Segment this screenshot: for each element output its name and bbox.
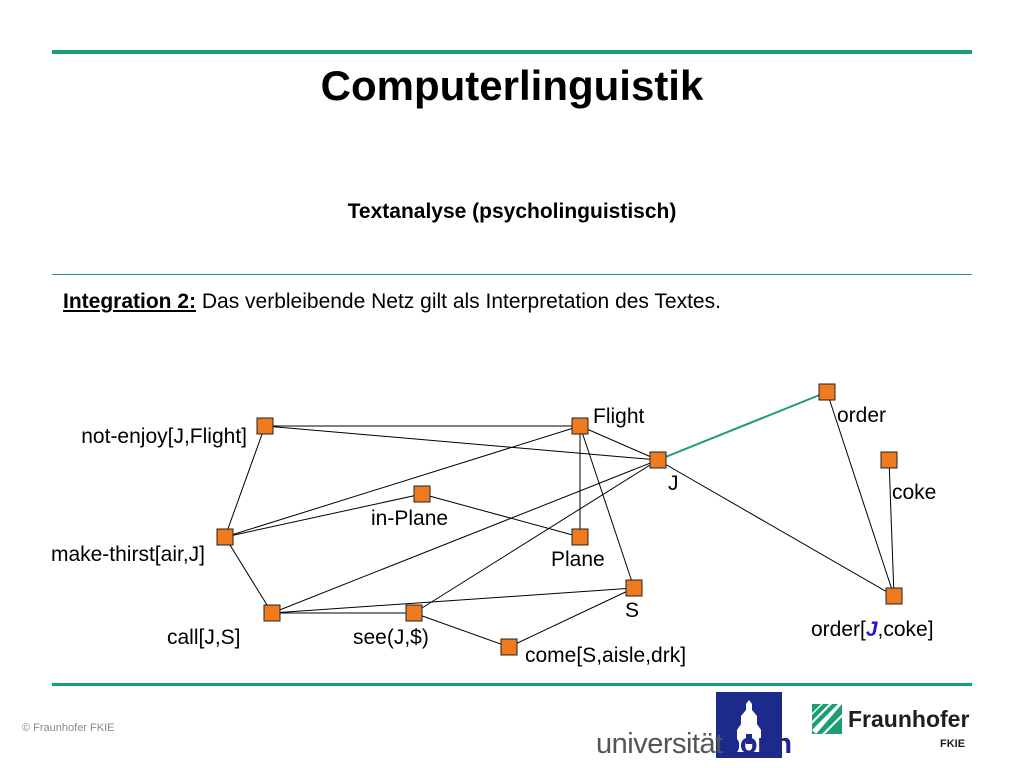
edge-flight-j — [579, 425, 659, 461]
intro-line: Integration 2: Das verbleibende Netz gil… — [63, 290, 721, 314]
university-wordmark: universitätbonn — [596, 728, 792, 761]
edge-not-enjoy-make-thirst — [224, 425, 266, 538]
edge-in-plane-plane — [421, 493, 581, 538]
node-label-order-j-coke: order[J,coke] — [811, 618, 934, 641]
node-plane — [571, 528, 589, 546]
edge-see-come — [413, 612, 510, 648]
node-label-not-enjoy: not-enjoy[J,Flight] — [81, 425, 247, 448]
network-nodes — [216, 383, 903, 656]
node-label-part: J — [866, 618, 879, 641]
node-come — [500, 638, 518, 656]
node-in-plane — [413, 485, 431, 503]
node-label-see: see(J,$) — [353, 626, 429, 649]
node-label-make-thirst: make-thirst[air,J] — [51, 543, 205, 566]
bottom-divider — [52, 683, 972, 686]
edge-flight-s — [579, 425, 635, 589]
node-label-in-plane: in-Plane — [371, 507, 448, 530]
middle-divider — [52, 274, 972, 275]
edge-j-see — [413, 459, 659, 614]
node-label-part: ,coke] — [878, 618, 934, 641]
slide-subtitle: Textanalyse (psycholinguistisch) — [347, 200, 677, 223]
node-label-s: S — [625, 599, 639, 622]
node-j — [649, 451, 667, 469]
node-flight — [571, 417, 589, 435]
intro-lead: Integration 2: — [63, 290, 197, 313]
uni-regular-text: universität — [596, 728, 723, 760]
node-label-part: order[ — [811, 618, 866, 641]
slide-title: Computerlinguistik — [320, 62, 704, 109]
node-label-flight: Flight — [593, 405, 645, 428]
edge-come-s — [508, 587, 635, 648]
network-edges — [224, 391, 895, 648]
node-see — [405, 604, 423, 622]
node-label-call: call[J,S] — [167, 626, 241, 649]
node-not-enjoy — [256, 417, 274, 435]
top-divider — [52, 50, 972, 54]
uni-bold-text: bonn — [722, 728, 792, 760]
node-order-j-coke — [885, 587, 903, 605]
edge-flight-make-thirst — [224, 425, 581, 538]
edge-not-enjoy-j — [264, 425, 659, 461]
edge-j-order — [657, 391, 828, 461]
node-label-order: order — [837, 404, 886, 427]
node-label-come: come[S,aisle,drk] — [525, 644, 686, 667]
node-make-thirst — [216, 528, 234, 546]
fraunhofer-institute: FKIE — [940, 738, 966, 750]
edge-in-plane-make-thirst — [224, 493, 423, 538]
edge-call-s — [271, 587, 635, 614]
node-s — [625, 579, 643, 597]
node-label-j: J — [668, 472, 679, 495]
node-coke — [880, 451, 898, 469]
university-crest-icon — [716, 692, 782, 758]
node-label-plane: Plane — [551, 548, 605, 571]
copyright-text: © Fraunhofer FKIE — [22, 722, 115, 734]
edge-order-order-j-coke — [826, 391, 895, 597]
intro-text: Das verbleibende Netz gilt als Interpret… — [196, 290, 721, 313]
edge-j-order-j-coke — [657, 459, 895, 597]
node-call — [263, 604, 281, 622]
node-order — [818, 383, 836, 401]
edge-coke-order-j-coke — [888, 459, 895, 597]
edge-j-call — [271, 459, 659, 614]
fraunhofer-logo-icon — [812, 704, 842, 734]
node-label-coke: coke — [892, 481, 936, 504]
edge-make-thirst-call — [224, 536, 273, 614]
fraunhofer-wordmark: Fraunhofer — [848, 706, 970, 732]
